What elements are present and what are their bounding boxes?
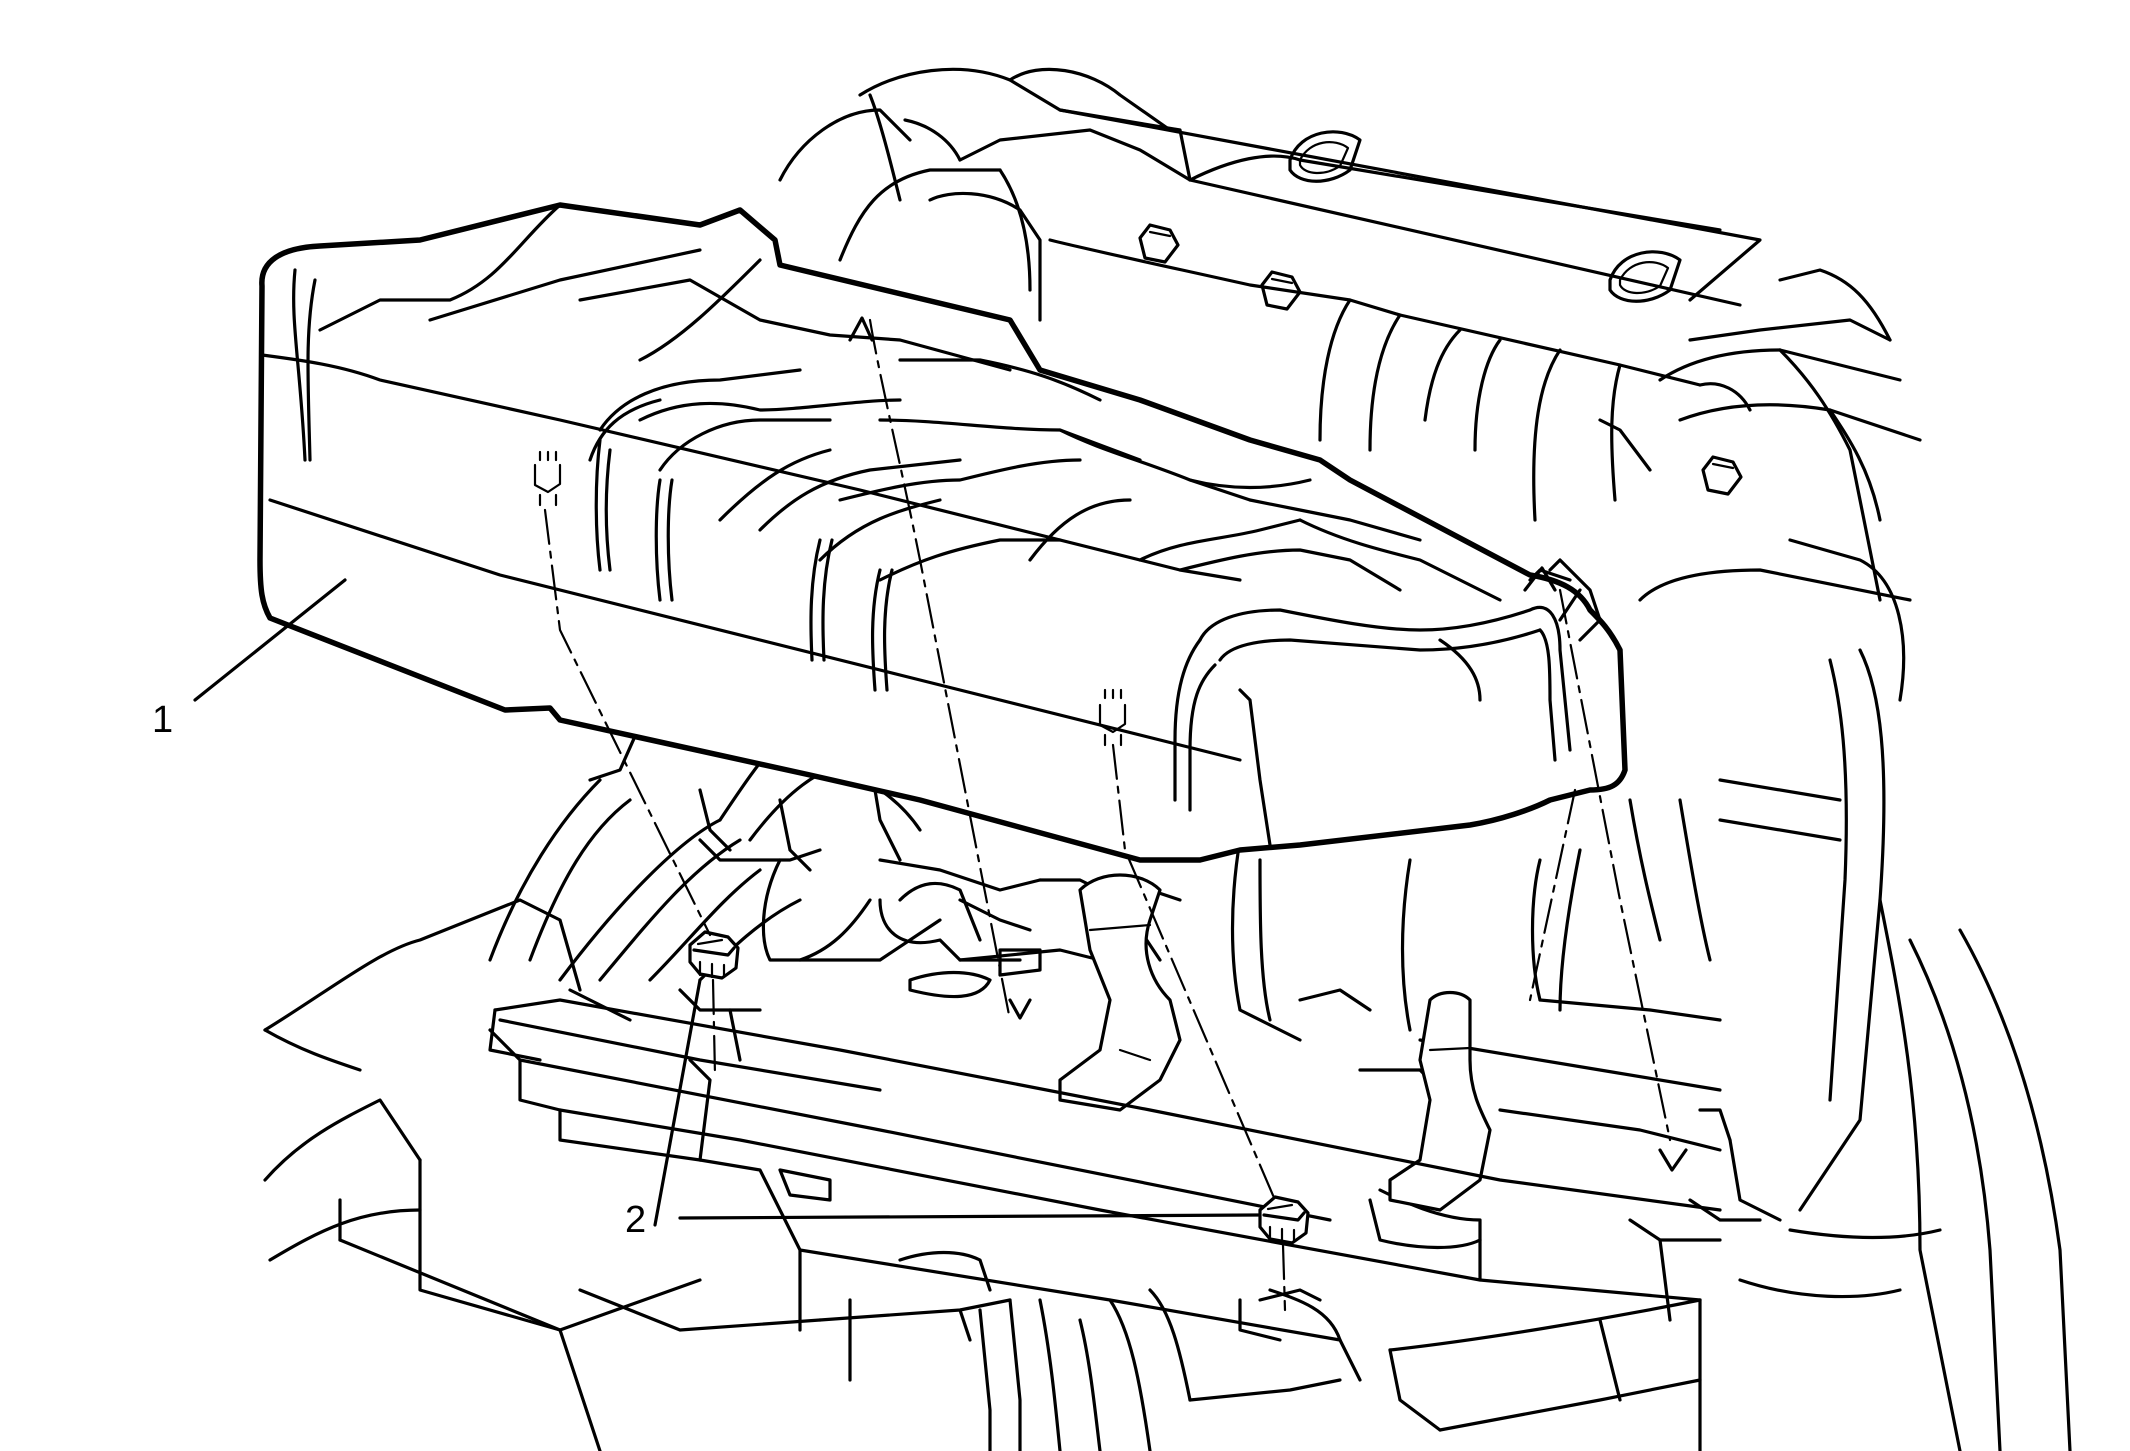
- seatbelt-buckle-center: [1058, 873, 1182, 1112]
- callout-2: 2: [625, 1199, 646, 1241]
- callout-1: 1: [152, 699, 173, 741]
- leader-lines: [193, 578, 1260, 1227]
- seatbelt-buckle-right: [1388, 990, 1492, 1212]
- floor-hooks: [848, 316, 1688, 1172]
- belt-tab-left: [533, 450, 562, 507]
- belt-tab-right: [1098, 688, 1127, 747]
- rear-seat-cushion: [257, 202, 1628, 863]
- retainer-clip-right: [1258, 1195, 1310, 1245]
- alignment-lines: [543, 318, 1672, 1312]
- retainer-clip-left: [688, 930, 740, 980]
- floor-crossmember: [488, 988, 1722, 1212]
- floor-pan: [263, 678, 1842, 1451]
- right-side-body-panel: [1628, 648, 2072, 1451]
- rear-seatback-frame: [778, 67, 1922, 702]
